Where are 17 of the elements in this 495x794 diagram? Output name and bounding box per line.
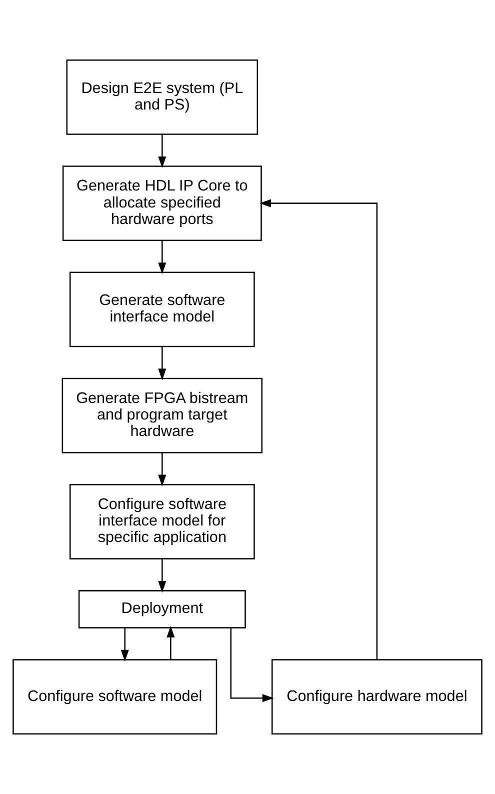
node-box: Generate FPGA bistream and program target hardware xyxy=(62,378,263,454)
arrow xyxy=(158,558,166,593)
node-box: Design E2E system (PL and PS) xyxy=(66,59,258,135)
node-box: Configure hardware model xyxy=(271,659,482,735)
arrow xyxy=(259,199,378,660)
node-box: Generate HDL IP Core to allocate specified hardware ports xyxy=(62,166,262,242)
arrow xyxy=(158,134,166,168)
node-box: Configure software model xyxy=(12,659,218,735)
arrow xyxy=(166,626,175,660)
arrow xyxy=(158,240,166,274)
arrow xyxy=(120,628,129,662)
arrow xyxy=(158,452,166,486)
arrow xyxy=(158,346,166,380)
arrow xyxy=(230,628,274,702)
node-box: Configure software interface model for specific application xyxy=(69,484,255,560)
node-box: Deployment xyxy=(78,590,246,628)
node-box: Generate software interface model xyxy=(69,272,255,348)
